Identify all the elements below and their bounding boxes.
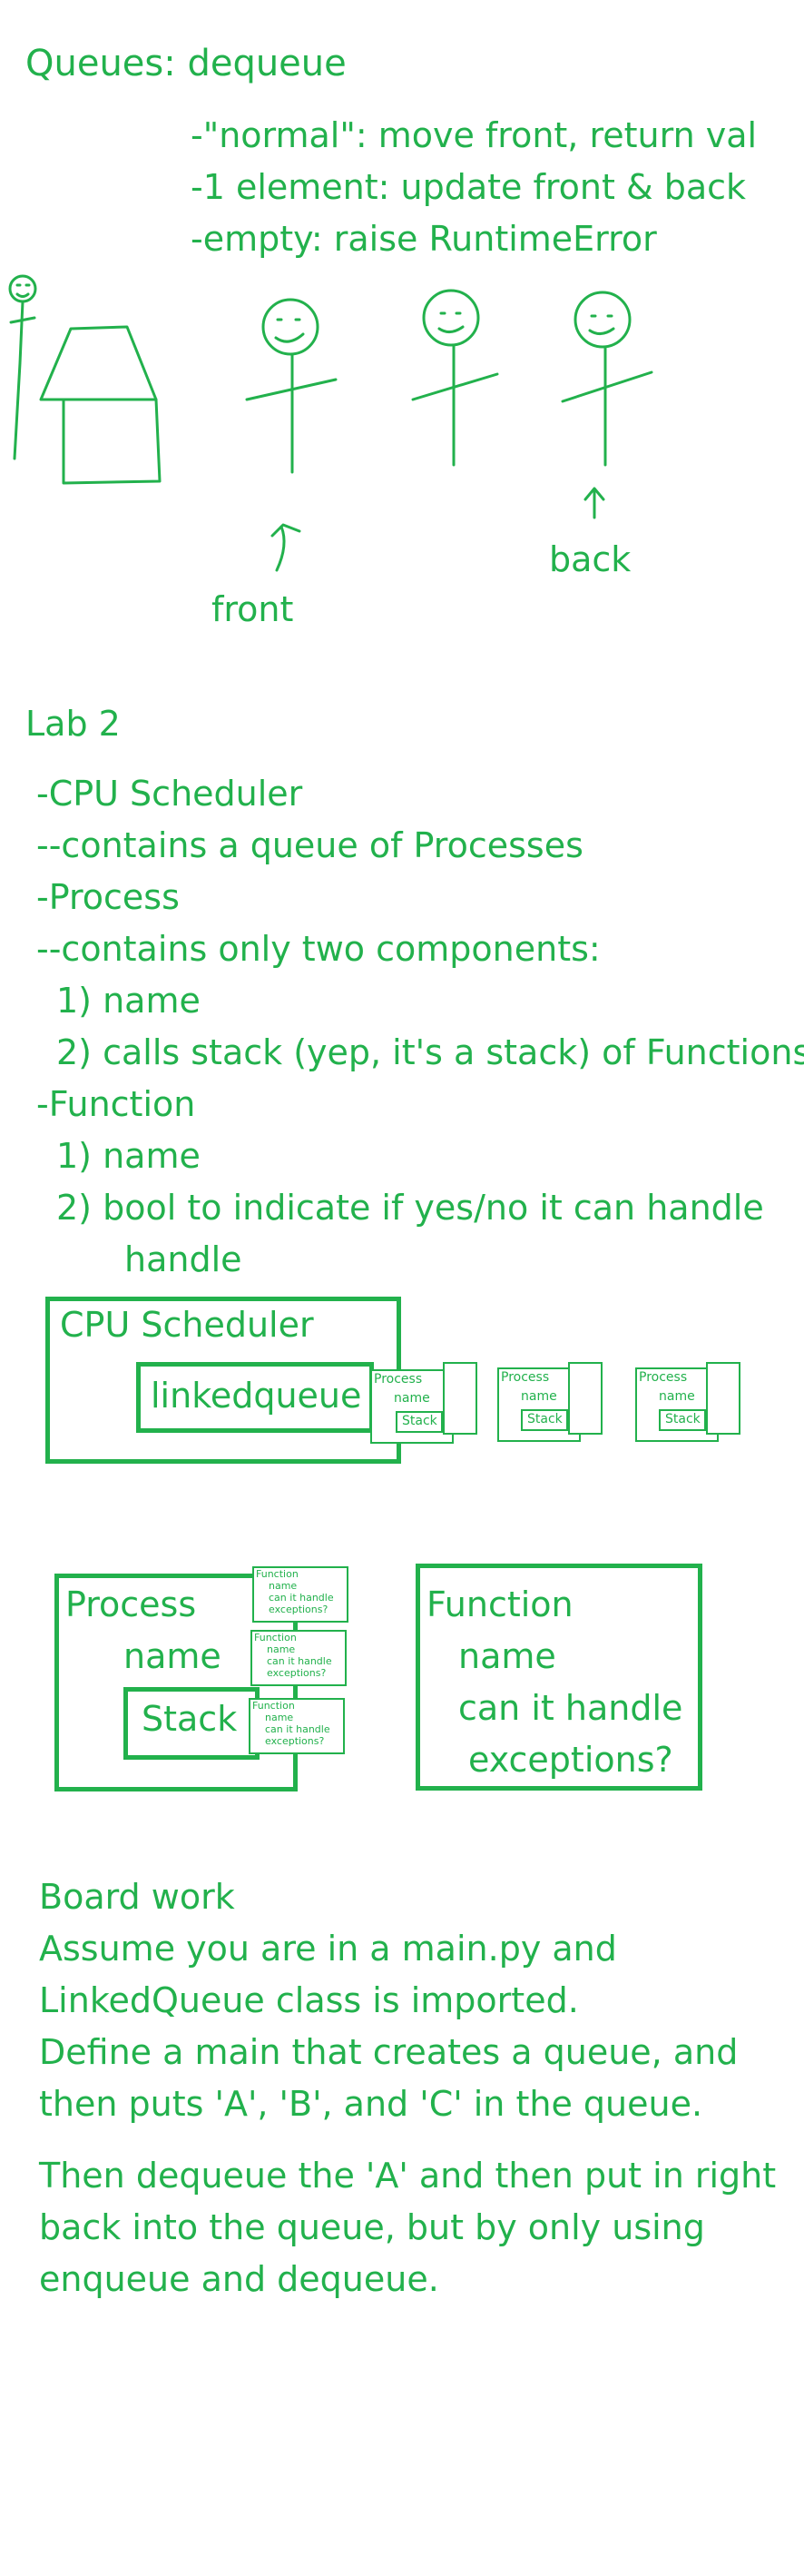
lab-title: Lab 2 (25, 704, 121, 744)
function-mini-1-line2: can it handle (269, 1592, 334, 1604)
front-arrow-icon (270, 523, 301, 572)
board-line-4: then puts 'A', 'B', and 'C' in the queue… (39, 2084, 703, 2124)
page-title: Queues: dequeue (25, 43, 347, 84)
process-box-title: Process (65, 1584, 197, 1624)
function-mini-2-line1: name (267, 1643, 296, 1655)
function-box-line2: can it handle (458, 1688, 683, 1728)
lab-line-bool: 2) bool to indicate if yes/no it can han… (56, 1188, 764, 1228)
mini-process-2-stack-label: Stack (527, 1412, 563, 1426)
lab-line-queue: --contains a queue of Processes (36, 825, 583, 865)
lab-line-stack: 2) calls stack (yep, it's a stack) of Fu… (56, 1032, 804, 1072)
lab-line-function: -Function (36, 1084, 196, 1124)
mini-process-2-name: name (521, 1389, 557, 1404)
back-arrow-icon (583, 487, 605, 519)
function-mini-1-line3: exceptions? (269, 1604, 328, 1615)
cpu-scheduler-label: CPU Scheduler (60, 1305, 314, 1345)
mini-function-stack-2 (568, 1362, 603, 1435)
board-line-2: LinkedQueue class is imported. (39, 1980, 579, 2020)
function-mini-1-line1: name (269, 1580, 298, 1592)
board-line-7: enqueue and dequeue. (39, 2259, 439, 2299)
board-title: Board work (39, 1877, 235, 1917)
function-mini-3-line2: can it handle (265, 1723, 330, 1735)
board-line-6: back into the queue, but by only using (39, 2207, 705, 2247)
mini-process-3-name: name (659, 1389, 695, 1404)
mini-process-3-stack-label: Stack (665, 1412, 701, 1426)
mini-function-stack-3 (706, 1362, 740, 1435)
function-mini-2-title: Function (254, 1632, 297, 1643)
linkedqueue-box (136, 1362, 374, 1433)
house-icon (39, 325, 162, 485)
lab-line-cpu: -CPU Scheduler (36, 774, 303, 814)
function-mini-2-line3: exceptions? (267, 1667, 327, 1679)
mini-process-1-name: name (394, 1391, 430, 1406)
function-box-title: Function (427, 1584, 574, 1624)
mini-function-stack-1 (443, 1362, 477, 1435)
function-mini-1-title: Function (256, 1568, 299, 1580)
function-box-line3: exceptions? (468, 1740, 673, 1780)
mini-process-1-stack (396, 1411, 443, 1433)
lab-line-process: -Process (36, 877, 180, 917)
front-person-icon (245, 298, 338, 474)
function-mini-3 (249, 1698, 345, 1754)
front-label: front (211, 589, 294, 629)
back-person-icon (561, 291, 653, 467)
board-line-5: Then dequeue the 'A' and then put in rig… (39, 2156, 777, 2196)
function-mini-2 (250, 1630, 347, 1686)
lab-line-handle: handle (124, 1239, 242, 1279)
function-mini-1 (252, 1566, 348, 1623)
board-line-1: Assume you are in a main.py and (39, 1929, 617, 1969)
function-mini-3-title: Function (252, 1700, 295, 1712)
mini-process-1-stack-label: Stack (402, 1414, 437, 1428)
small-person-icon (8, 274, 37, 460)
function-mini-3-line1: name (265, 1712, 294, 1723)
function-mini-2-line2: can it handle (267, 1655, 332, 1667)
mini-process-2-title: Process (501, 1370, 550, 1385)
lab-line-components: --contains only two components: (36, 929, 601, 969)
function-mini-3-line3: exceptions? (265, 1735, 325, 1747)
mini-process-3-stack (659, 1409, 706, 1431)
process-box-name: name (123, 1636, 221, 1676)
function-box-name: name (458, 1636, 556, 1676)
lab-line-name: 1) name (56, 981, 201, 1021)
process-stack-label: Stack (142, 1699, 238, 1739)
board-line-3: Define a main that creates a queue, and (39, 2032, 739, 2072)
mini-process-1-title: Process (374, 1372, 423, 1387)
queue-drawing (8, 274, 653, 572)
process-stack-box (123, 1687, 260, 1760)
note-empty: -empty: raise RuntimeError (191, 219, 657, 259)
lab-line-fname: 1) name (56, 1136, 201, 1176)
function-box (416, 1564, 702, 1791)
back-label: back (549, 539, 632, 579)
mini-process-2-stack (521, 1409, 568, 1431)
mini-process-3-title: Process (639, 1370, 688, 1385)
note-normal: -"normal": move front, return val (191, 115, 758, 155)
linkedqueue-label: linkedqueue (151, 1376, 362, 1416)
middle-person-icon (411, 289, 499, 467)
note-one-element: -1 element: update front & back (191, 167, 747, 207)
